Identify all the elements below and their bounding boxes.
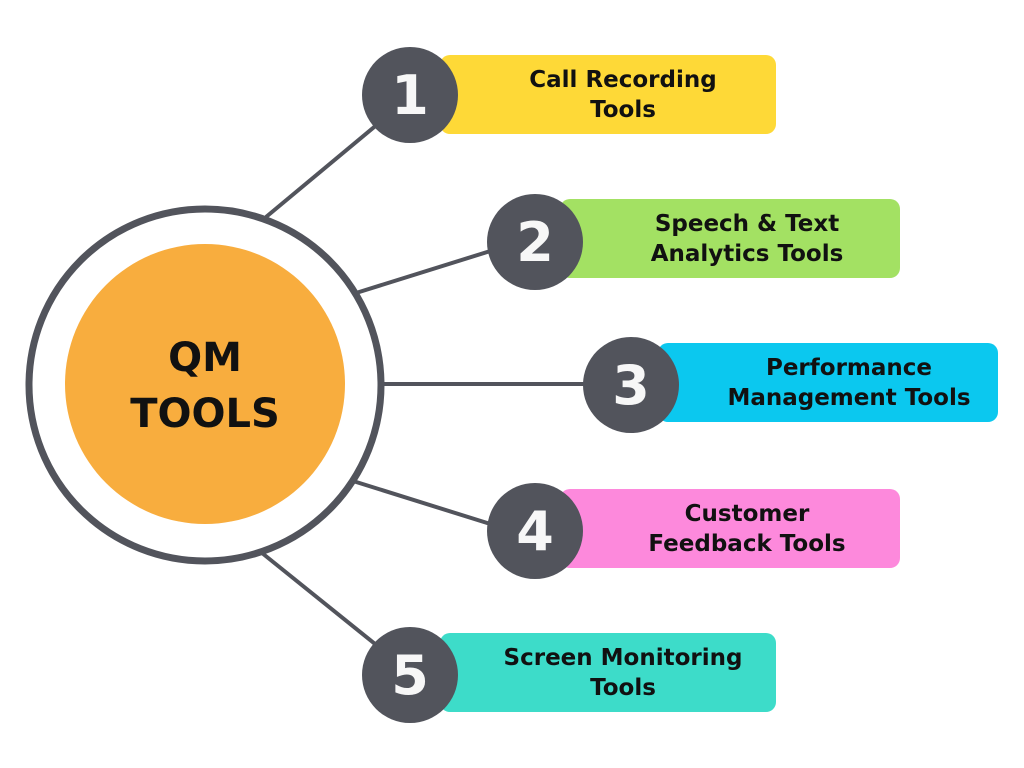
item-4-label-line2: Feedback Tools: [648, 530, 846, 557]
item-4-box: Customer Feedback Tools: [560, 489, 900, 568]
hub-label: QM TOOLS: [65, 330, 345, 442]
item-4-number-badge: 4: [487, 483, 583, 579]
hub-circle: [65, 244, 345, 524]
item-2-label-line1: Speech & Text: [654, 210, 840, 237]
item-1-label-line1: Call Recording: [529, 66, 717, 93]
item-5-box: Screen Monitoring Tools: [440, 633, 776, 712]
item-3-number-badge: 3: [583, 337, 679, 433]
item-2-label-line2: Analytics Tools: [650, 240, 844, 267]
item-1-number-badge: 1: [362, 47, 458, 143]
connector-5: [260, 551, 387, 654]
item-5-number-badge: 5: [362, 627, 458, 723]
item-1-box: Call Recording Tools: [440, 55, 776, 134]
hub-label-line1: QM: [168, 335, 242, 381]
item-3-box: Performance Management Tools: [658, 343, 998, 422]
item-3-label-line1: Performance: [765, 354, 933, 381]
connector-2: [355, 246, 501, 295]
item-5-label-line2: Tools: [590, 674, 656, 701]
connector-1: [264, 116, 387, 219]
item-4-label-line1: Customer: [684, 500, 810, 527]
connector-4: [352, 479, 501, 529]
item-3-label-line2: Management Tools: [727, 384, 971, 411]
item-5-label-line1: Screen Monitoring: [503, 644, 743, 671]
item-2-number-badge: 2: [487, 194, 583, 290]
hub-label-line2: TOOLS: [130, 391, 280, 437]
item-1-label-line2: Tools: [590, 96, 656, 123]
item-2-box: Speech & Text Analytics Tools: [560, 199, 900, 278]
